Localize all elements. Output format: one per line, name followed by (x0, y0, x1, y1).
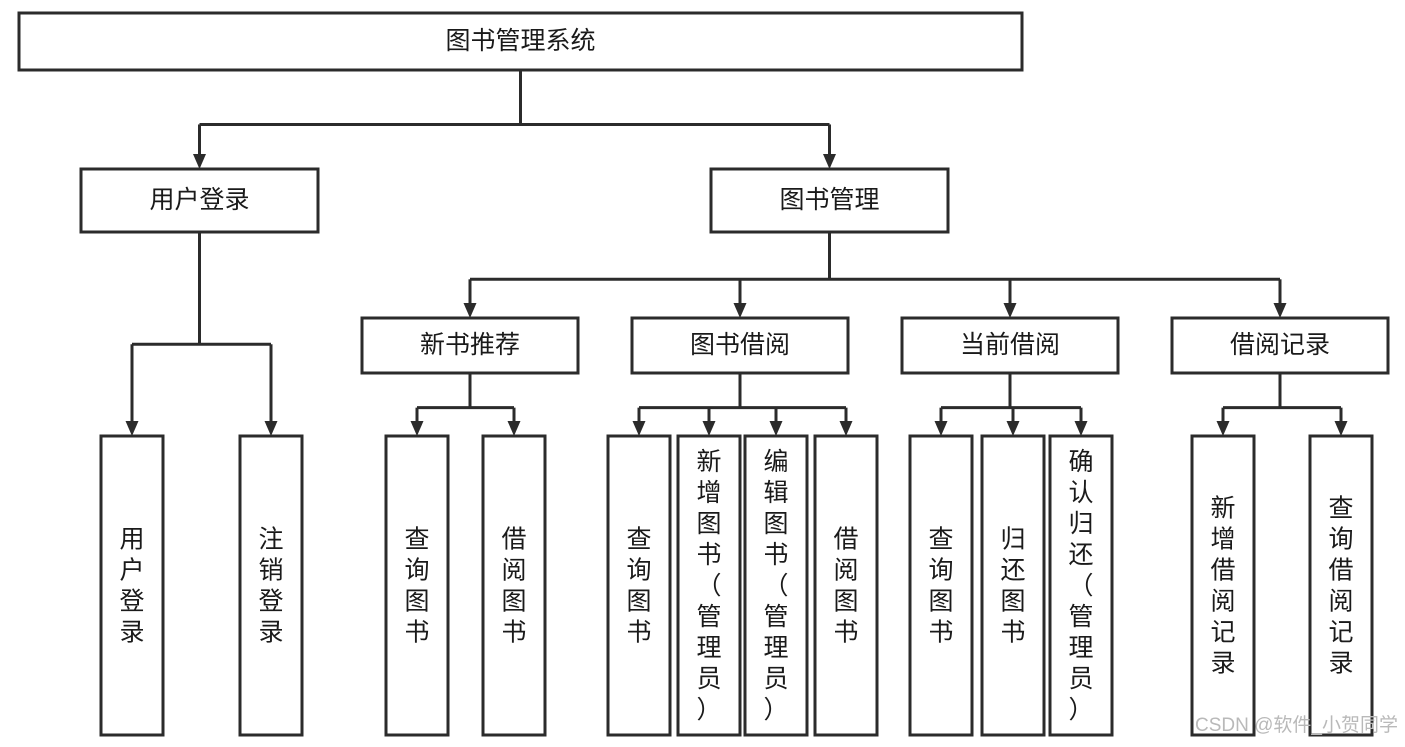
arrow-head-icon (1273, 303, 1287, 318)
node-current-borrow[interactable]: 当前借阅 (900, 316, 1120, 375)
node-leaf-borrow-edit-book[interactable]: 编辑图书（管理员） (743, 434, 809, 737)
node-label-leaf-user-login: 用户登录 (119, 526, 144, 647)
connector-group-user-login (125, 232, 278, 436)
node-box-user-login[interactable] (79, 167, 320, 234)
connectors-layer (125, 70, 1348, 436)
arrow-head-icon (934, 421, 948, 436)
node-book-manage[interactable]: 图书管理 (709, 167, 950, 234)
arrow-head-icon (1074, 421, 1088, 436)
node-leaf-borrow-add-book[interactable]: 新增图书（管理员） (676, 434, 742, 737)
node-root[interactable]: 图书管理系统 (17, 11, 1024, 72)
node-label-leaf-rec-query-record: 查询借阅记录 (1328, 495, 1353, 678)
watermark-label: CSDN @软件_小贺同学 (1195, 714, 1398, 736)
arrow-head-icon (1216, 421, 1230, 436)
arrow-head-icon (1334, 421, 1348, 436)
arrow-head-icon (632, 421, 646, 436)
arrow-head-icon (1003, 303, 1017, 318)
node-box-leaf-borrow-add-book[interactable] (676, 434, 742, 737)
node-box-leaf-rec-add-record[interactable] (1190, 434, 1256, 737)
arrow-head-icon (733, 303, 747, 318)
node-user-login[interactable]: 用户登录 (79, 167, 320, 234)
node-label-borrow-record: 借阅记录 (1230, 331, 1330, 359)
node-label-leaf-rec-query-book: 查询图书 (404, 526, 429, 647)
node-book-borrow[interactable]: 图书借阅 (630, 316, 850, 375)
node-box-leaf-rec-borrow-book[interactable] (481, 434, 547, 737)
node-label-book-manage: 图书管理 (779, 186, 879, 214)
node-leaf-borrow-query-book[interactable]: 查询图书 (606, 434, 672, 737)
arrow-head-icon (823, 154, 836, 169)
arrow-head-icon (125, 421, 139, 436)
node-leaf-user-logout[interactable]: 注销登录 (238, 434, 304, 737)
arrow-head-icon (702, 421, 716, 436)
arrow-head-icon (264, 421, 278, 436)
node-label-leaf-user-logout: 注销登录 (258, 526, 283, 647)
node-box-leaf-cur-return-book[interactable] (980, 434, 1046, 737)
nodes-layer: 图书管理系统用户登录图书管理新书推荐图书借阅当前借阅借阅记录用户登录注销登录查询… (17, 11, 1390, 737)
node-leaf-rec-query-book[interactable]: 查询图书 (384, 434, 450, 737)
node-box-leaf-cur-confirm-return[interactable] (1048, 434, 1114, 737)
node-box-new-book-rec[interactable] (360, 316, 580, 375)
node-leaf-rec-borrow-book[interactable]: 借阅图书 (481, 434, 547, 737)
connector-group-book-manage (463, 232, 1287, 318)
node-label-new-book-rec: 新书推荐 (420, 331, 520, 359)
node-box-book-borrow[interactable] (630, 316, 850, 375)
node-label-root: 图书管理系统 (445, 27, 595, 55)
node-box-leaf-cur-query-book[interactable] (908, 434, 974, 737)
node-label-leaf-cur-confirm-return: 确认归还（管理员） (1068, 448, 1093, 724)
node-leaf-cur-confirm-return[interactable]: 确认归还（管理员） (1048, 434, 1114, 737)
node-leaf-user-login[interactable]: 用户登录 (99, 434, 165, 737)
node-label-leaf-borrow-edit-book: 编辑图书（管理员） (763, 448, 788, 724)
node-label-current-borrow: 当前借阅 (960, 331, 1060, 359)
connector-group-current-borrow (934, 373, 1088, 436)
node-label-leaf-rec-add-record: 新增借阅记录 (1210, 495, 1235, 678)
node-leaf-rec-add-record[interactable]: 新增借阅记录 (1190, 434, 1256, 737)
node-box-leaf-rec-query-book[interactable] (384, 434, 450, 737)
arrow-head-icon (1006, 421, 1020, 436)
node-label-book-borrow: 图书借阅 (690, 331, 790, 359)
node-box-book-manage[interactable] (709, 167, 950, 234)
arrow-head-icon (769, 421, 783, 436)
node-label-leaf-cur-return-book: 归还图书 (1000, 526, 1025, 647)
node-box-root[interactable] (17, 11, 1024, 72)
node-new-book-rec[interactable]: 新书推荐 (360, 316, 580, 375)
node-box-leaf-user-logout[interactable] (238, 434, 304, 737)
node-label-leaf-borrow-lend-book: 借阅图书 (833, 526, 858, 647)
node-label-leaf-rec-borrow-book: 借阅图书 (501, 526, 526, 647)
arrow-head-icon (463, 303, 477, 318)
node-label-leaf-cur-query-book: 查询图书 (928, 526, 953, 647)
connector-group-borrow-record (1216, 373, 1348, 436)
node-box-leaf-borrow-query-book[interactable] (606, 434, 672, 737)
node-leaf-cur-return-book[interactable]: 归还图书 (980, 434, 1046, 737)
connector-group-book-borrow (632, 373, 853, 436)
node-label-leaf-borrow-query-book: 查询图书 (626, 526, 651, 647)
node-leaf-cur-query-book[interactable]: 查询图书 (908, 434, 974, 737)
node-box-leaf-borrow-edit-book[interactable] (743, 434, 809, 737)
connector-group-new-book-rec (410, 373, 521, 436)
node-label-leaf-borrow-add-book: 新增图书（管理员） (696, 448, 721, 724)
node-box-leaf-user-login[interactable] (99, 434, 165, 737)
node-leaf-borrow-lend-book[interactable]: 借阅图书 (813, 434, 879, 737)
arrow-head-icon (410, 421, 424, 436)
node-borrow-record[interactable]: 借阅记录 (1170, 316, 1390, 375)
arrow-head-icon (839, 421, 853, 436)
node-label-user-login: 用户登录 (149, 186, 249, 214)
node-box-leaf-rec-query-record[interactable] (1308, 434, 1374, 737)
node-leaf-rec-query-record[interactable]: 查询借阅记录 (1308, 434, 1374, 737)
arrow-head-icon (193, 154, 206, 169)
arrow-head-icon (507, 421, 521, 436)
connector-group-root (193, 70, 836, 169)
node-box-borrow-record[interactable] (1170, 316, 1390, 375)
node-box-leaf-borrow-lend-book[interactable] (813, 434, 879, 737)
node-box-current-borrow[interactable] (900, 316, 1120, 375)
